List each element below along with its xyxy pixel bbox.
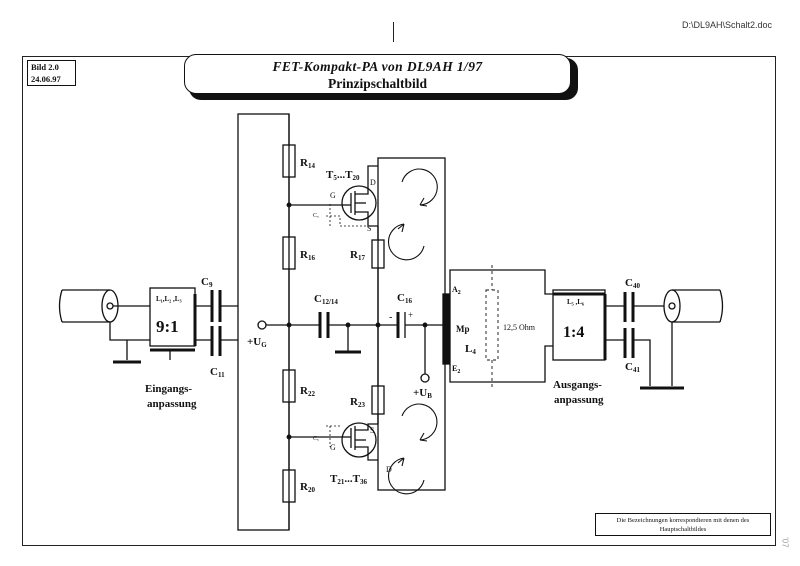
l-out-label: L₅ ,L₆ bbox=[567, 298, 584, 306]
binding-tick bbox=[393, 22, 394, 42]
gate-resistor-column bbox=[282, 114, 343, 530]
r22-label: R22 bbox=[300, 385, 315, 398]
t-lower-label: T21...T36 bbox=[330, 473, 367, 486]
file-path: D:\DL9AH\Schalt2.doc bbox=[681, 20, 772, 30]
ug-label: +UG bbox=[247, 336, 267, 349]
note-box: Die Bezeichnungen korrespondieren mit de… bbox=[595, 513, 771, 536]
figure-number-box: Bild 2.0 24.06.97 bbox=[27, 60, 76, 86]
c9-label: C9 bbox=[201, 276, 213, 289]
r20-label: R20 bbox=[300, 481, 315, 494]
lower-fet bbox=[326, 422, 378, 461]
margin-mark: '07 bbox=[780, 537, 790, 548]
c16-label: C16 bbox=[397, 292, 412, 305]
c11-label: C11 bbox=[210, 366, 225, 379]
g-upper-label: G bbox=[330, 191, 336, 200]
output-transformer bbox=[552, 289, 625, 361]
note-line-1: Die Bezeichnungen korrespondieren mit de… bbox=[616, 517, 750, 524]
mp-label: Mp bbox=[456, 324, 470, 334]
c16-plus: + bbox=[408, 310, 413, 320]
cx-upper-label: Cₓ bbox=[313, 213, 319, 219]
c40-label: C40 bbox=[625, 277, 640, 290]
r17-label: R17 bbox=[350, 249, 365, 262]
s-upper-label: S bbox=[367, 224, 371, 233]
input-capacitors bbox=[210, 290, 238, 356]
c12-capacitor bbox=[318, 312, 398, 354]
load-resistor bbox=[485, 265, 499, 388]
ug-terminal bbox=[257, 320, 320, 330]
r23-label: R23 bbox=[350, 396, 365, 409]
ub-label: +UB bbox=[413, 387, 432, 400]
c12-label: C12/14 bbox=[314, 293, 338, 306]
output-coax bbox=[660, 289, 724, 390]
a2-label: A2 bbox=[452, 285, 461, 296]
c41-label: C41 bbox=[625, 361, 640, 374]
l4-label: L4 bbox=[465, 343, 476, 356]
input-coax bbox=[58, 289, 150, 364]
c16-minus: - bbox=[389, 312, 392, 323]
r14-label: R14 bbox=[300, 157, 315, 170]
input-transformer bbox=[149, 287, 212, 360]
ausgang-label-2: anpassung bbox=[554, 394, 604, 406]
g-lower-label: G bbox=[330, 443, 336, 452]
s-lower-label: S bbox=[370, 426, 374, 435]
title-main: FET-Kompakt-PA von DL9AH 1/97 bbox=[272, 59, 483, 74]
ohm-label: 12,5 Ohm bbox=[503, 323, 536, 332]
eingang-label-2: anpassung bbox=[147, 398, 197, 410]
l-in-label: L₁,L₂ ,L₃ bbox=[156, 295, 182, 303]
ausgang-label-1: Ausgangs- bbox=[553, 379, 602, 391]
d-lower-label: D bbox=[386, 465, 392, 474]
figure-number: Bild 2.0 bbox=[31, 62, 59, 72]
title-box: FET-Kompakt-PA von DL9AH 1/97 Prinzipsch… bbox=[184, 54, 571, 94]
t-upper-label: T5...T20 bbox=[326, 169, 360, 182]
output-capacitors bbox=[623, 292, 664, 390]
ratio-out-label: 1:4 bbox=[563, 324, 584, 341]
eingang-label-1: Eingangs- bbox=[145, 383, 192, 395]
title-sub: Prinzipschaltbild bbox=[327, 76, 427, 91]
r16-label: R16 bbox=[300, 249, 315, 262]
note-line-2: Hauptschaltbildes bbox=[659, 526, 707, 533]
ratio-in-label: 9:1 bbox=[156, 317, 179, 336]
cx-lower-label: Cₓ bbox=[313, 436, 319, 442]
current-arrows bbox=[387, 168, 438, 495]
e2-label: E2 bbox=[452, 364, 460, 375]
upper-fet bbox=[326, 165, 378, 227]
c16-capacitor bbox=[396, 312, 445, 383]
d-upper-label: D bbox=[370, 178, 376, 187]
l4-winding bbox=[442, 269, 553, 383]
figure-date: 24.06.97 bbox=[31, 74, 61, 84]
